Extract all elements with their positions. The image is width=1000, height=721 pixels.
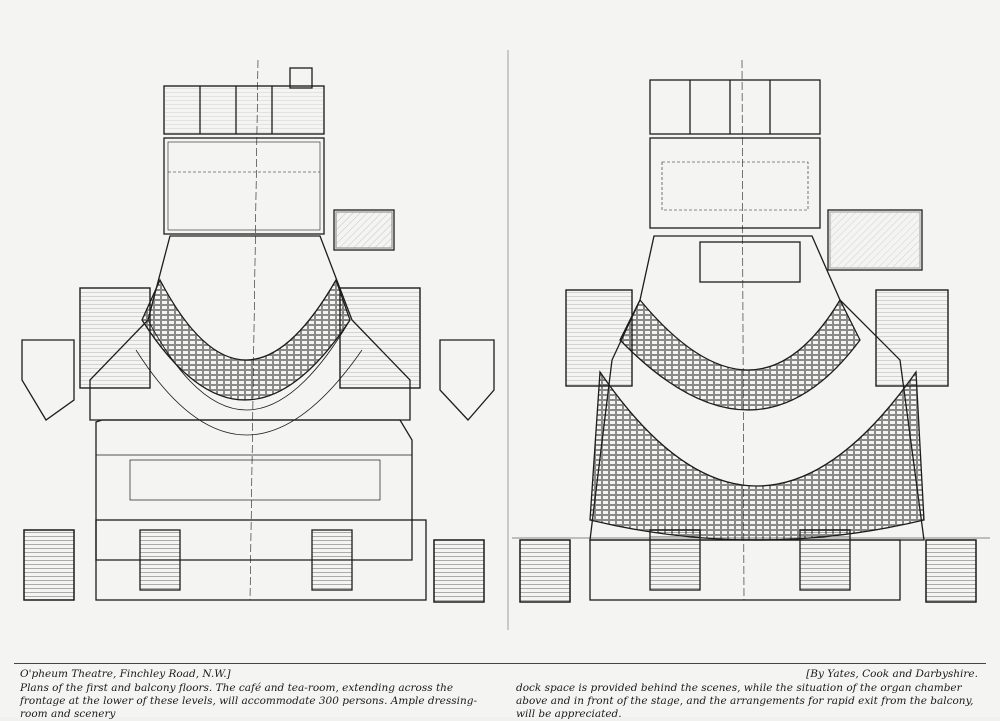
caption-body-right: dock space is provided behind the scenes… — [516, 682, 974, 720]
caption-body-left: Plans of the first and balcony floors. T… — [20, 682, 478, 720]
caption-credit: [By Yates, Cook and Darbyshire. — [806, 668, 978, 680]
stage-area-upper — [649, 137, 821, 229]
first-floor-plan — [21, 59, 495, 603]
caption-rule — [14, 663, 986, 664]
organ-chamber — [699, 241, 801, 283]
architectural-plans — [21, 50, 990, 630]
balcony-floor-plan — [512, 59, 990, 603]
stage-area — [163, 137, 325, 235]
dressing-rooms-block-upper — [649, 79, 821, 135]
front-block-upper — [589, 539, 901, 601]
balcony-seating — [141, 278, 351, 401]
caption-title: O'pheum Theatre, Finchley Road, N.W.] — [20, 668, 231, 680]
